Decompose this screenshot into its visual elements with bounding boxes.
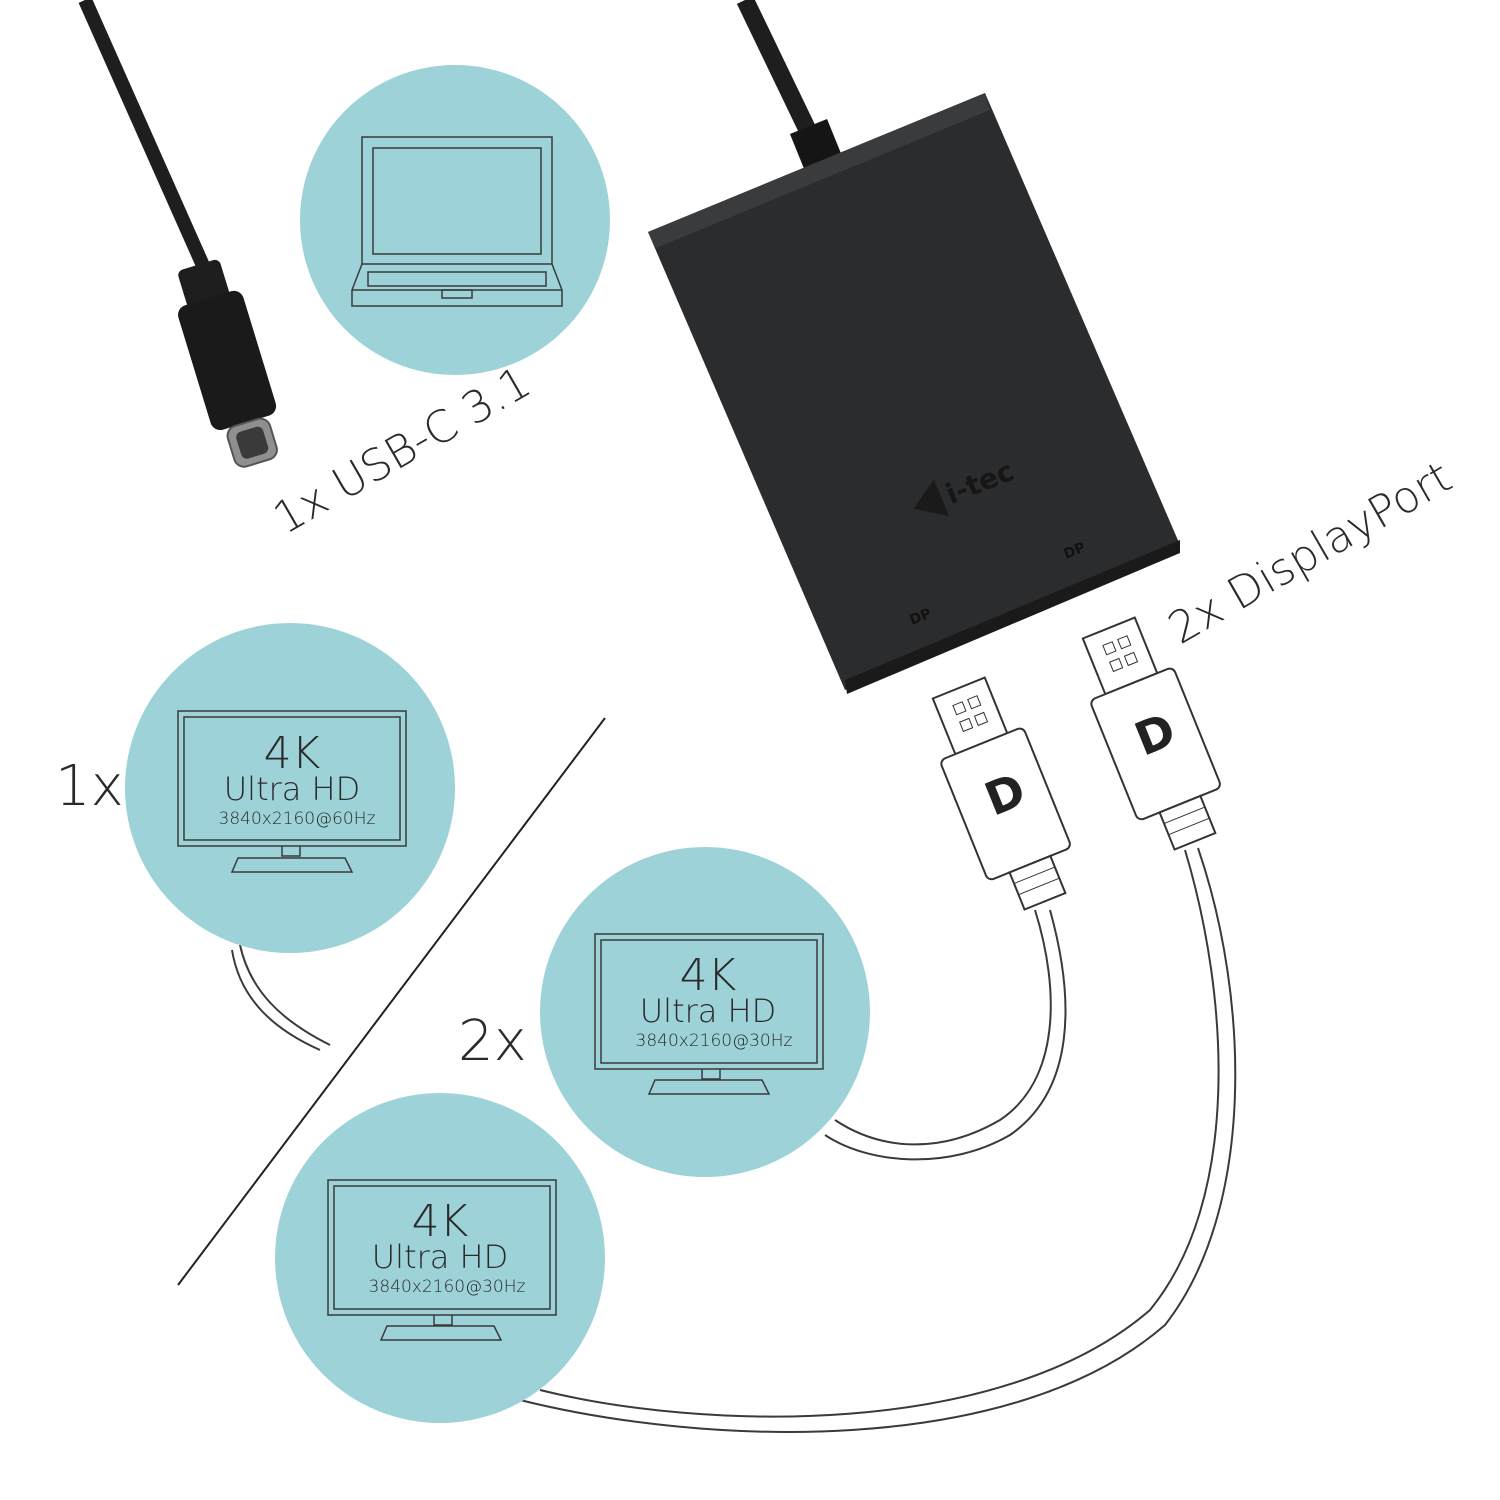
monitor-subtitle: Ultra HD [640, 992, 777, 1030]
divider [177, 717, 606, 1286]
dual-label: 2x [458, 1009, 527, 1074]
monitor-resolution: 3840x2160@30Hz [636, 1031, 793, 1051]
single-label: 1x [55, 754, 124, 819]
displayport-connector-2: D [1081, 616, 1221, 851]
monitor-circle-dual-2: 4K Ultra HD 3840x2160@30Hz [275, 1093, 605, 1423]
adapter-device: i-tec DP DP [648, 93, 1180, 694]
usb-c-cable [78, 0, 278, 468]
brand-logo-icon [913, 478, 949, 517]
adapter-cable [736, 0, 819, 139]
monitor-icon [594, 933, 824, 1095]
monitor-title: 4K [680, 950, 737, 1001]
monitor-icon [327, 1179, 557, 1341]
monitor-subtitle: Ultra HD [224, 770, 361, 808]
monitor-circle-dual-1: 4K Ultra HD 3840x2160@30Hz [540, 847, 870, 1177]
port-label-2: DP [1062, 540, 1088, 563]
monitor-title: 4K [264, 728, 321, 779]
monitor-resolution: 3840x2160@60Hz [219, 809, 376, 829]
displayport-connector-1: D [931, 676, 1071, 911]
laptop-circle [300, 65, 610, 375]
monitor-circle-single: 4K Ultra HD 3840x2160@60Hz [125, 623, 455, 953]
monitor-icon [177, 710, 407, 873]
monitor-title: 4K [412, 1196, 469, 1247]
usb-label: 1x USB-C 3.1 [265, 357, 540, 545]
displayport-label: 2x DisplayPort [1160, 452, 1460, 655]
monitor-resolution: 3840x2160@30Hz [369, 1277, 526, 1297]
monitor-subtitle: Ultra HD [372, 1238, 509, 1276]
port-label-1: DP [908, 606, 934, 629]
display-cables [231, 847, 1237, 1433]
laptop-icon [351, 136, 563, 307]
